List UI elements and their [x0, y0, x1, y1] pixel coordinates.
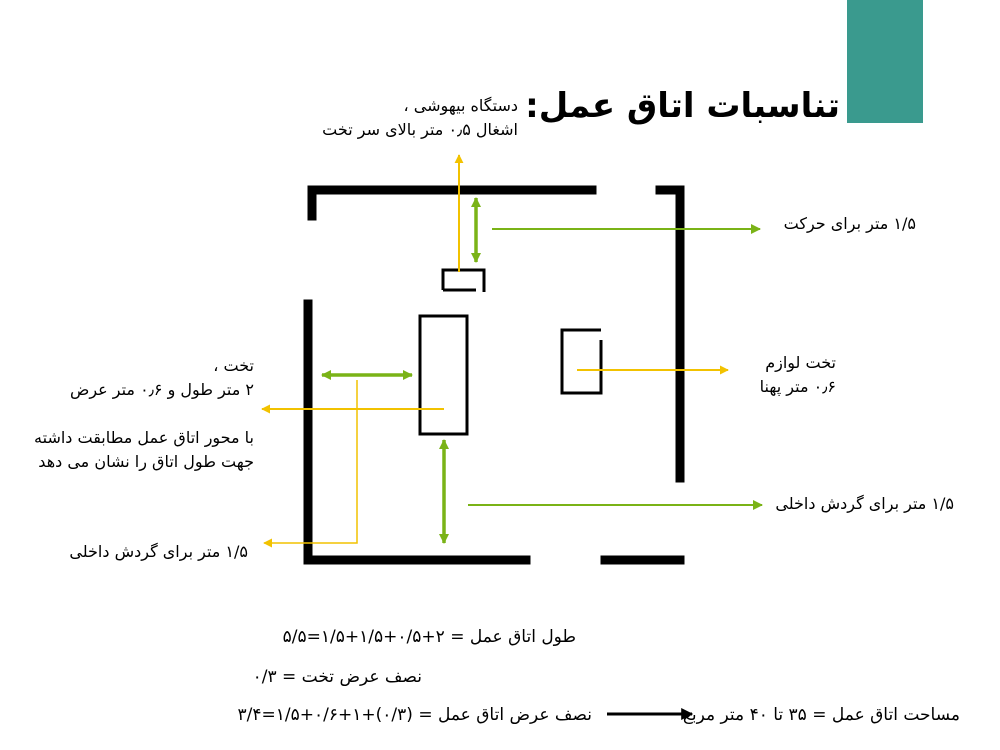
wall-left-bottom [303, 299, 531, 565]
bed-axis-label: با محور اتاق عمل مطابقت داشته جهت طول ات… [34, 426, 254, 474]
anesthesia-label-line1: دستگاه بیهوشی ، [403, 96, 518, 115]
anesthesia-label-line2: اشغال ۰٫۵ متر بالای سر تخت [322, 120, 518, 139]
movement-label: ۱/۵ متر برای حرکت [783, 214, 916, 233]
circulation-right-label: ۱/۵ متر برای گردش داخلی [775, 494, 954, 513]
formula-area: مساحت اتاق عمل = ۳۵ تا ۴۰ متر مربع [682, 705, 960, 725]
formula-length: طول اتاق عمل = ۲+۰/۵+۱/۵+۱/۵=۵/۵ [282, 627, 576, 647]
bed-label-line1: تخت ، [213, 356, 254, 375]
circulation-left-arrow [263, 380, 358, 548]
equipment-label-line1: تخت لوازم [765, 353, 836, 372]
circulation-left-label: ۱/۵ متر برای گردش داخلی [69, 542, 248, 561]
formula-half-width: نصف عرض اتاق عمل = (۰/۳)+۱+۰/۶+۱/۵=۳/۴ [237, 705, 593, 725]
bed-label: تخت ، ۲ متر طول و ۰٫۶ متر عرض [70, 354, 254, 402]
room-walls [303, 185, 685, 565]
accent-tab [847, 0, 923, 123]
anesthesia-device [441, 268, 486, 292]
equipment-table [560, 328, 603, 395]
bed-label-line3: با محور اتاق عمل مطابقت داشته [34, 428, 254, 447]
operating-bed [418, 314, 469, 436]
equipment-label-line2: ۰٫۶ متر پهنا [759, 377, 836, 396]
anesthesia-label: دستگاه بیهوشی ، اشغال ۰٫۵ متر بالای سر ت… [322, 94, 518, 142]
bed-label-line4: جهت طول اتاق را نشان می دهد [38, 452, 254, 471]
wall-top-right [655, 185, 685, 483]
bed-label-line2: ۲ متر طول و ۰٫۶ متر عرض [69, 380, 254, 399]
slide-title: تناسبات اتاق عمل: [525, 86, 840, 126]
formula-half-bed: نصف عرض تخت = ۰/۳ [252, 667, 422, 687]
equipment-label: تخت لوازم ۰٫۶ متر پهنا [760, 351, 836, 399]
wall-top-left [307, 185, 597, 221]
